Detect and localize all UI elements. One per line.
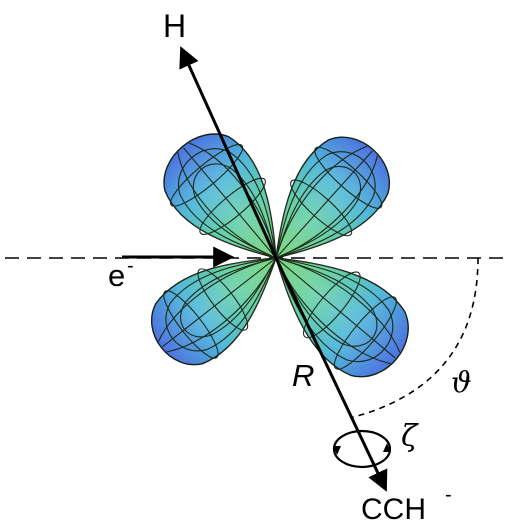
orbital-lobes [150, 133, 409, 378]
label-theta: ϑ [451, 365, 472, 399]
theta-arc-dashed [349, 257, 479, 419]
h-bond-arrow [179, 46, 278, 259]
zeta-rotation-loop [332, 429, 392, 469]
label-zeta: ζ [401, 419, 419, 454]
r-vector-arrow [274, 257, 388, 492]
label-cch-charge: - [445, 484, 452, 506]
label-h: H [163, 8, 186, 44]
label-electron-charge: - [127, 255, 134, 277]
lobe-lower-left [150, 257, 278, 366]
label-electron: e [108, 258, 125, 293]
lobe-upper-right [275, 136, 391, 259]
label-cch: CCH [361, 493, 426, 525]
lobe-upper-left [163, 133, 277, 259]
lobe-lower-right [274, 257, 409, 378]
label-r: R [292, 358, 314, 393]
